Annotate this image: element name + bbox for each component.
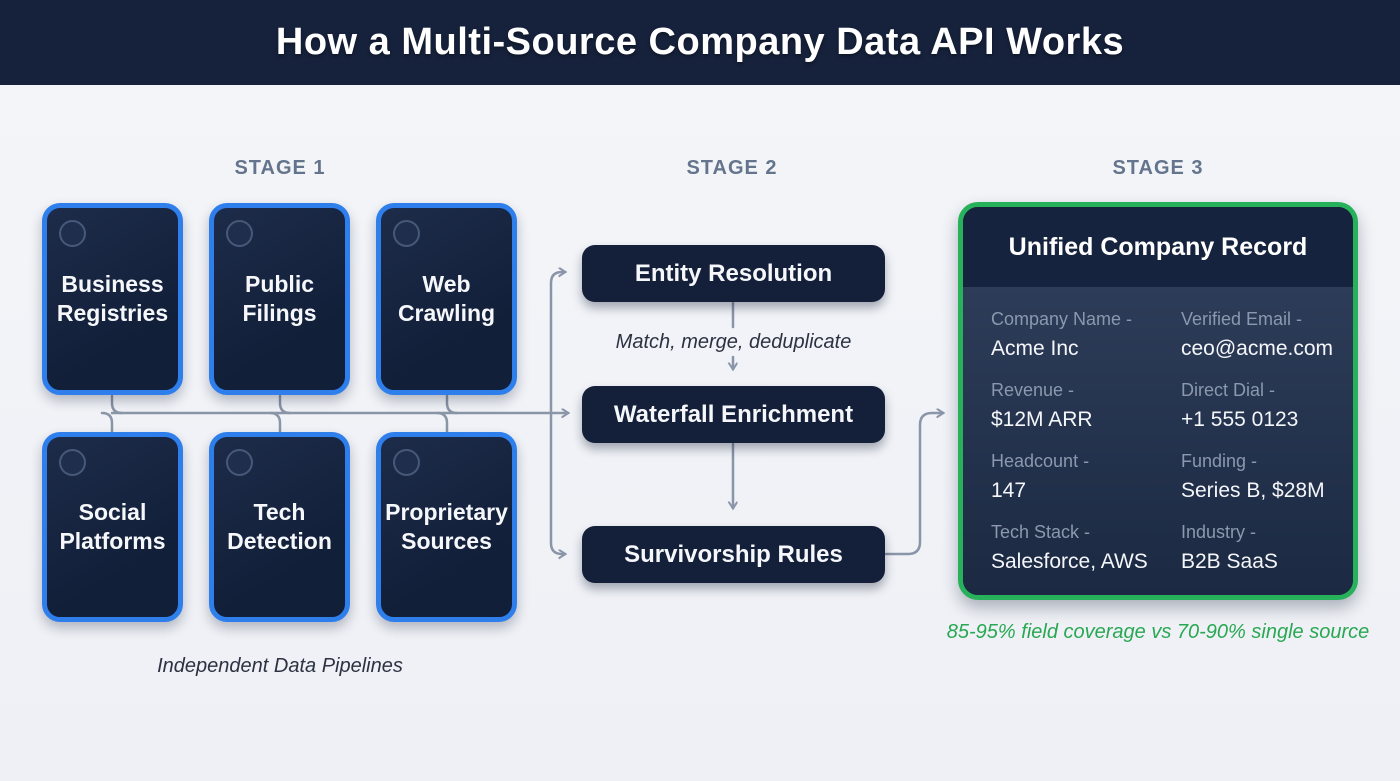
- field-value: 147: [991, 479, 1027, 502]
- source-label: Public Filings: [242, 271, 317, 326]
- field-tech-stack: Tech Stack - Salesforce, AWS: [991, 522, 1181, 593]
- field-label: Revenue -: [991, 380, 1075, 400]
- source-dot-icon: [226, 449, 253, 476]
- field-industry: Industry - B2B SaaS: [1181, 522, 1343, 593]
- field-value: Acme Inc: [991, 337, 1079, 360]
- field-label: Industry -: [1181, 522, 1257, 542]
- field-value: $12M ARR: [991, 408, 1093, 431]
- field-funding: Funding - Series B, $28M: [1181, 451, 1343, 522]
- source-box-proprietary-sources: Proprietary Sources: [376, 432, 517, 622]
- field-label: Tech Stack -: [991, 522, 1091, 542]
- diagram-canvas: STAGE 1 STAGE 2 STAGE 3 Business Registr…: [0, 85, 1400, 781]
- source-box-public-filings: Public Filings: [209, 203, 350, 395]
- field-direct-dial: Direct Dial - +1 555 0123: [1181, 380, 1343, 451]
- source-box-tech-detection: Tech Detection: [209, 432, 350, 622]
- field-label: Verified Email -: [1181, 309, 1303, 329]
- field-value: +1 555 0123: [1181, 408, 1299, 431]
- pipelines-caption: Independent Data Pipelines: [157, 655, 403, 677]
- source-label: Proprietary Sources: [385, 499, 508, 554]
- field-label: Direct Dial -: [1181, 380, 1276, 400]
- coverage-caption: 85-95% field coverage vs 70-90% single s…: [946, 621, 1370, 643]
- source-label: Business Registries: [56, 271, 169, 326]
- process-box-survivorship-rules: Survivorship Rules: [582, 526, 885, 583]
- field-value: ceo@acme.com: [1181, 337, 1334, 360]
- field-value: Series B, $28M: [1181, 479, 1325, 502]
- process-label: Entity Resolution: [634, 259, 833, 287]
- field-label: Funding -: [1181, 451, 1258, 471]
- record-title: Unified Company Record: [1008, 232, 1308, 261]
- record-card-header: Unified Company Record: [963, 207, 1353, 287]
- source-dot-icon: [393, 220, 420, 247]
- source-box-business-registries: Business Registries: [42, 203, 183, 395]
- field-value: Salesforce, AWS: [991, 550, 1148, 573]
- source-label: Web Crawling: [397, 271, 496, 326]
- stage1-label: STAGE 1: [234, 157, 326, 179]
- output-line: [884, 413, 943, 556]
- page-title: How a Multi-Source Company Data API Work…: [275, 21, 1125, 63]
- source-dot-icon: [226, 220, 253, 247]
- source-label: Social Platforms: [59, 499, 166, 554]
- match-merge-caption: Match, merge, deduplicate: [615, 331, 852, 353]
- source-box-social-platforms: Social Platforms: [42, 432, 183, 622]
- stage3-label: STAGE 3: [1112, 157, 1204, 179]
- source-box-web-crawling: Web Crawling: [376, 203, 517, 395]
- process-label: Survivorship Rules: [624, 540, 843, 568]
- field-revenue: Revenue - $12M ARR: [991, 380, 1181, 451]
- stage2-label: STAGE 2: [686, 157, 778, 179]
- title-bar: How a Multi-Source Company Data API Work…: [0, 0, 1400, 85]
- unified-record-card: Unified Company Record Company Name - Ac…: [958, 202, 1358, 600]
- source-dot-icon: [59, 449, 86, 476]
- process-label: Waterfall Enrichment: [613, 400, 854, 428]
- source-dot-icon: [59, 220, 86, 247]
- field-label: Headcount -: [991, 451, 1090, 471]
- field-label: Company Name -: [991, 309, 1133, 329]
- field-headcount: Headcount - 147: [991, 451, 1181, 522]
- field-value: B2B SaaS: [1181, 550, 1278, 573]
- field-company-name: Company Name - Acme Inc: [991, 309, 1181, 380]
- field-verified-email: Verified Email - ceo@acme.com: [1181, 309, 1343, 380]
- process-box-entity-resolution: Entity Resolution: [582, 245, 885, 302]
- record-card-body: Company Name - Acme Inc Verified Email -…: [963, 287, 1353, 595]
- source-dot-icon: [393, 449, 420, 476]
- source-label: Tech Detection: [227, 499, 332, 554]
- process-box-waterfall-enrichment: Waterfall Enrichment: [582, 386, 885, 443]
- connector-lines: [100, 85, 1400, 781]
